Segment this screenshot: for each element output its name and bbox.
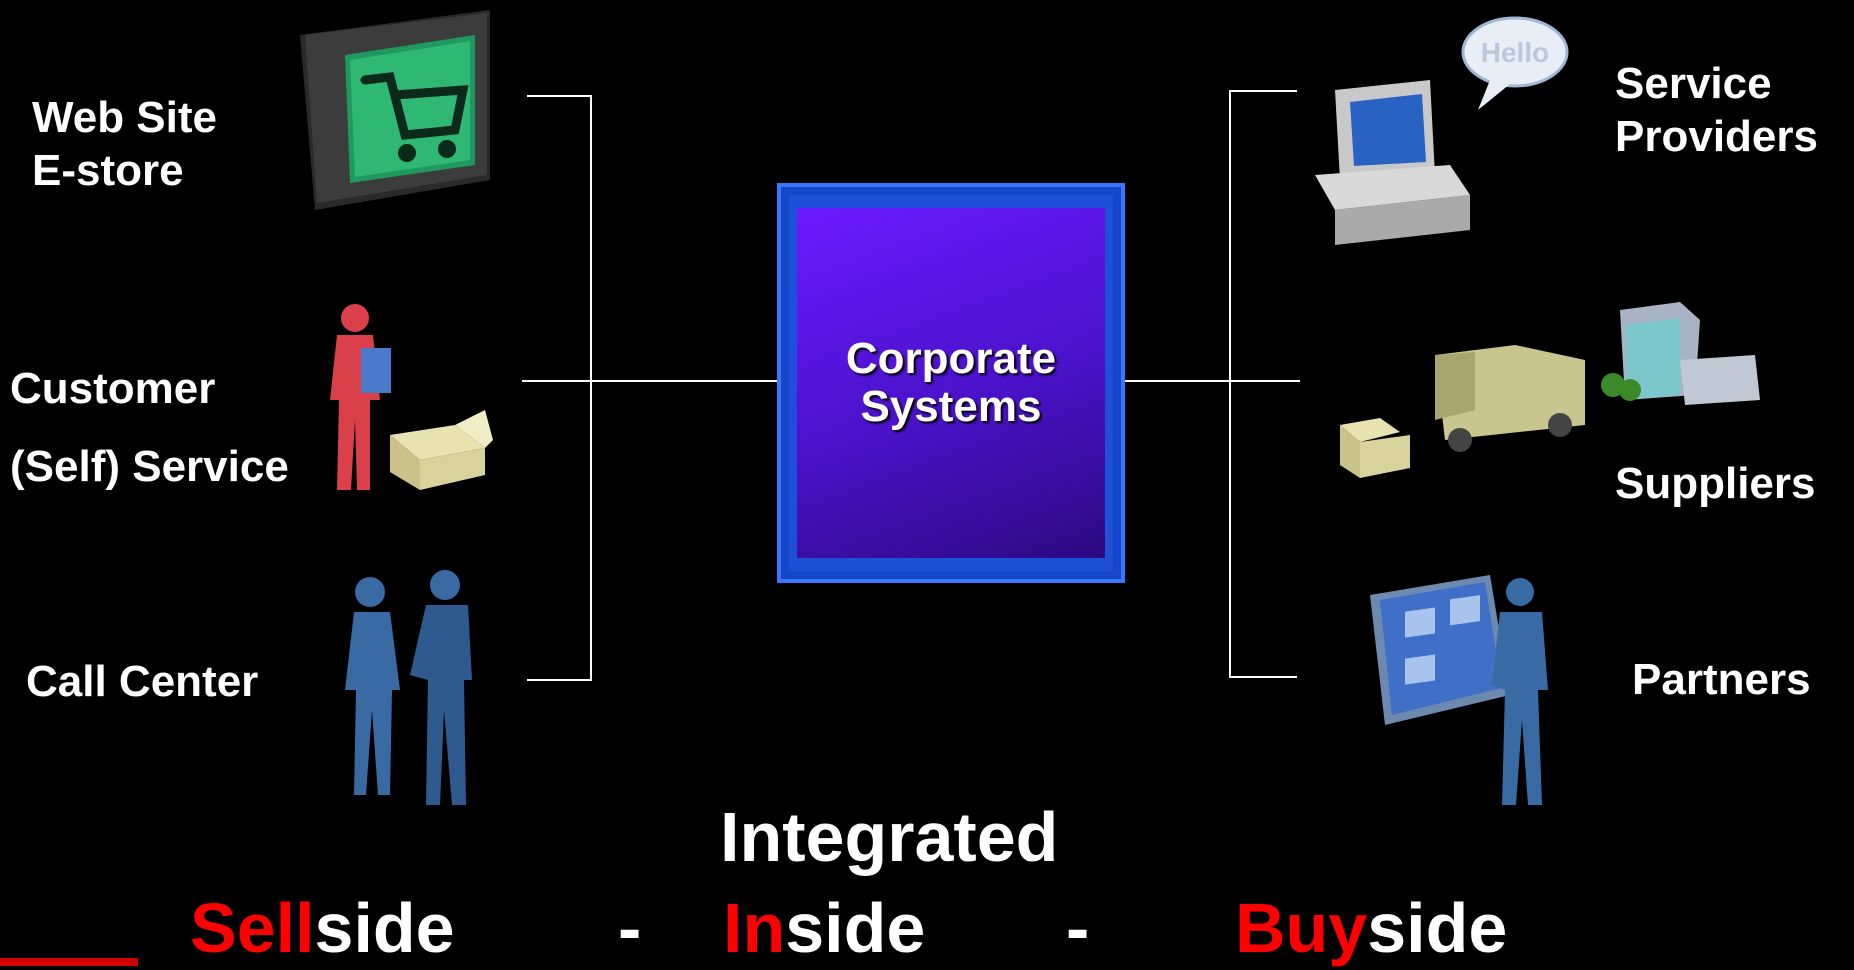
person-with-board-icon [1370, 575, 1548, 805]
connector-bottom-left [527, 679, 591, 681]
customer-line: Customer [10, 364, 216, 413]
in-red: In [723, 889, 786, 967]
suppliers-label: Suppliers [1615, 459, 1816, 508]
bracket-vertical-left [590, 95, 592, 681]
providers-line: Providers [1615, 111, 1818, 161]
in-rest: side [785, 889, 926, 967]
service-line: Service [1615, 59, 1772, 108]
integrated-title: Integrated [720, 798, 1059, 876]
e-store-line: E-store [32, 145, 184, 195]
connector-bottom-right [1229, 676, 1297, 678]
two-people-icon [345, 570, 472, 805]
connector-top-left [527, 95, 591, 97]
bracket-vertical-right [1229, 90, 1231, 678]
computer-hello-icon: Hello [1315, 16, 1569, 245]
buy-red: Buy [1235, 889, 1368, 967]
person-with-box-icon [330, 304, 493, 490]
systems-text: Systems [860, 382, 1042, 431]
call-center-label: Call Center [26, 657, 259, 706]
connector-top-right [1229, 90, 1297, 92]
buy-rest: side [1367, 889, 1508, 967]
corporate-text: Corporate [845, 333, 1057, 383]
shopping-cart-monitor-icon [300, 10, 490, 210]
inside-text: Inside [723, 886, 925, 970]
red-corner-bar [0, 958, 138, 966]
web-site-line: Web Site [32, 93, 218, 142]
truck-building-icon [1340, 302, 1760, 478]
partners-label: Partners [1632, 655, 1811, 704]
service-providers-label: Service Providers [1615, 58, 1818, 164]
dash-1: - [618, 889, 642, 967]
customer-label: Customer (Self) Service [10, 350, 289, 506]
web-site-label: Web Site E-store [32, 92, 217, 198]
corporate-systems-box: Corporate Systems [777, 183, 1125, 583]
sellside-text: Sellside [190, 886, 455, 970]
connector-mid-left [522, 380, 777, 382]
dash-2: - [1066, 889, 1090, 967]
sell-rest: side [314, 889, 455, 967]
buyside-text: Buyside [1235, 886, 1507, 970]
sell-red: Sell [190, 889, 315, 967]
self-service-line: (Self) Service [10, 442, 289, 491]
svg-text:Hello: Hello [1481, 37, 1549, 68]
connector-mid-right [1125, 380, 1300, 382]
corporate-systems-inner: Corporate Systems [797, 208, 1105, 558]
